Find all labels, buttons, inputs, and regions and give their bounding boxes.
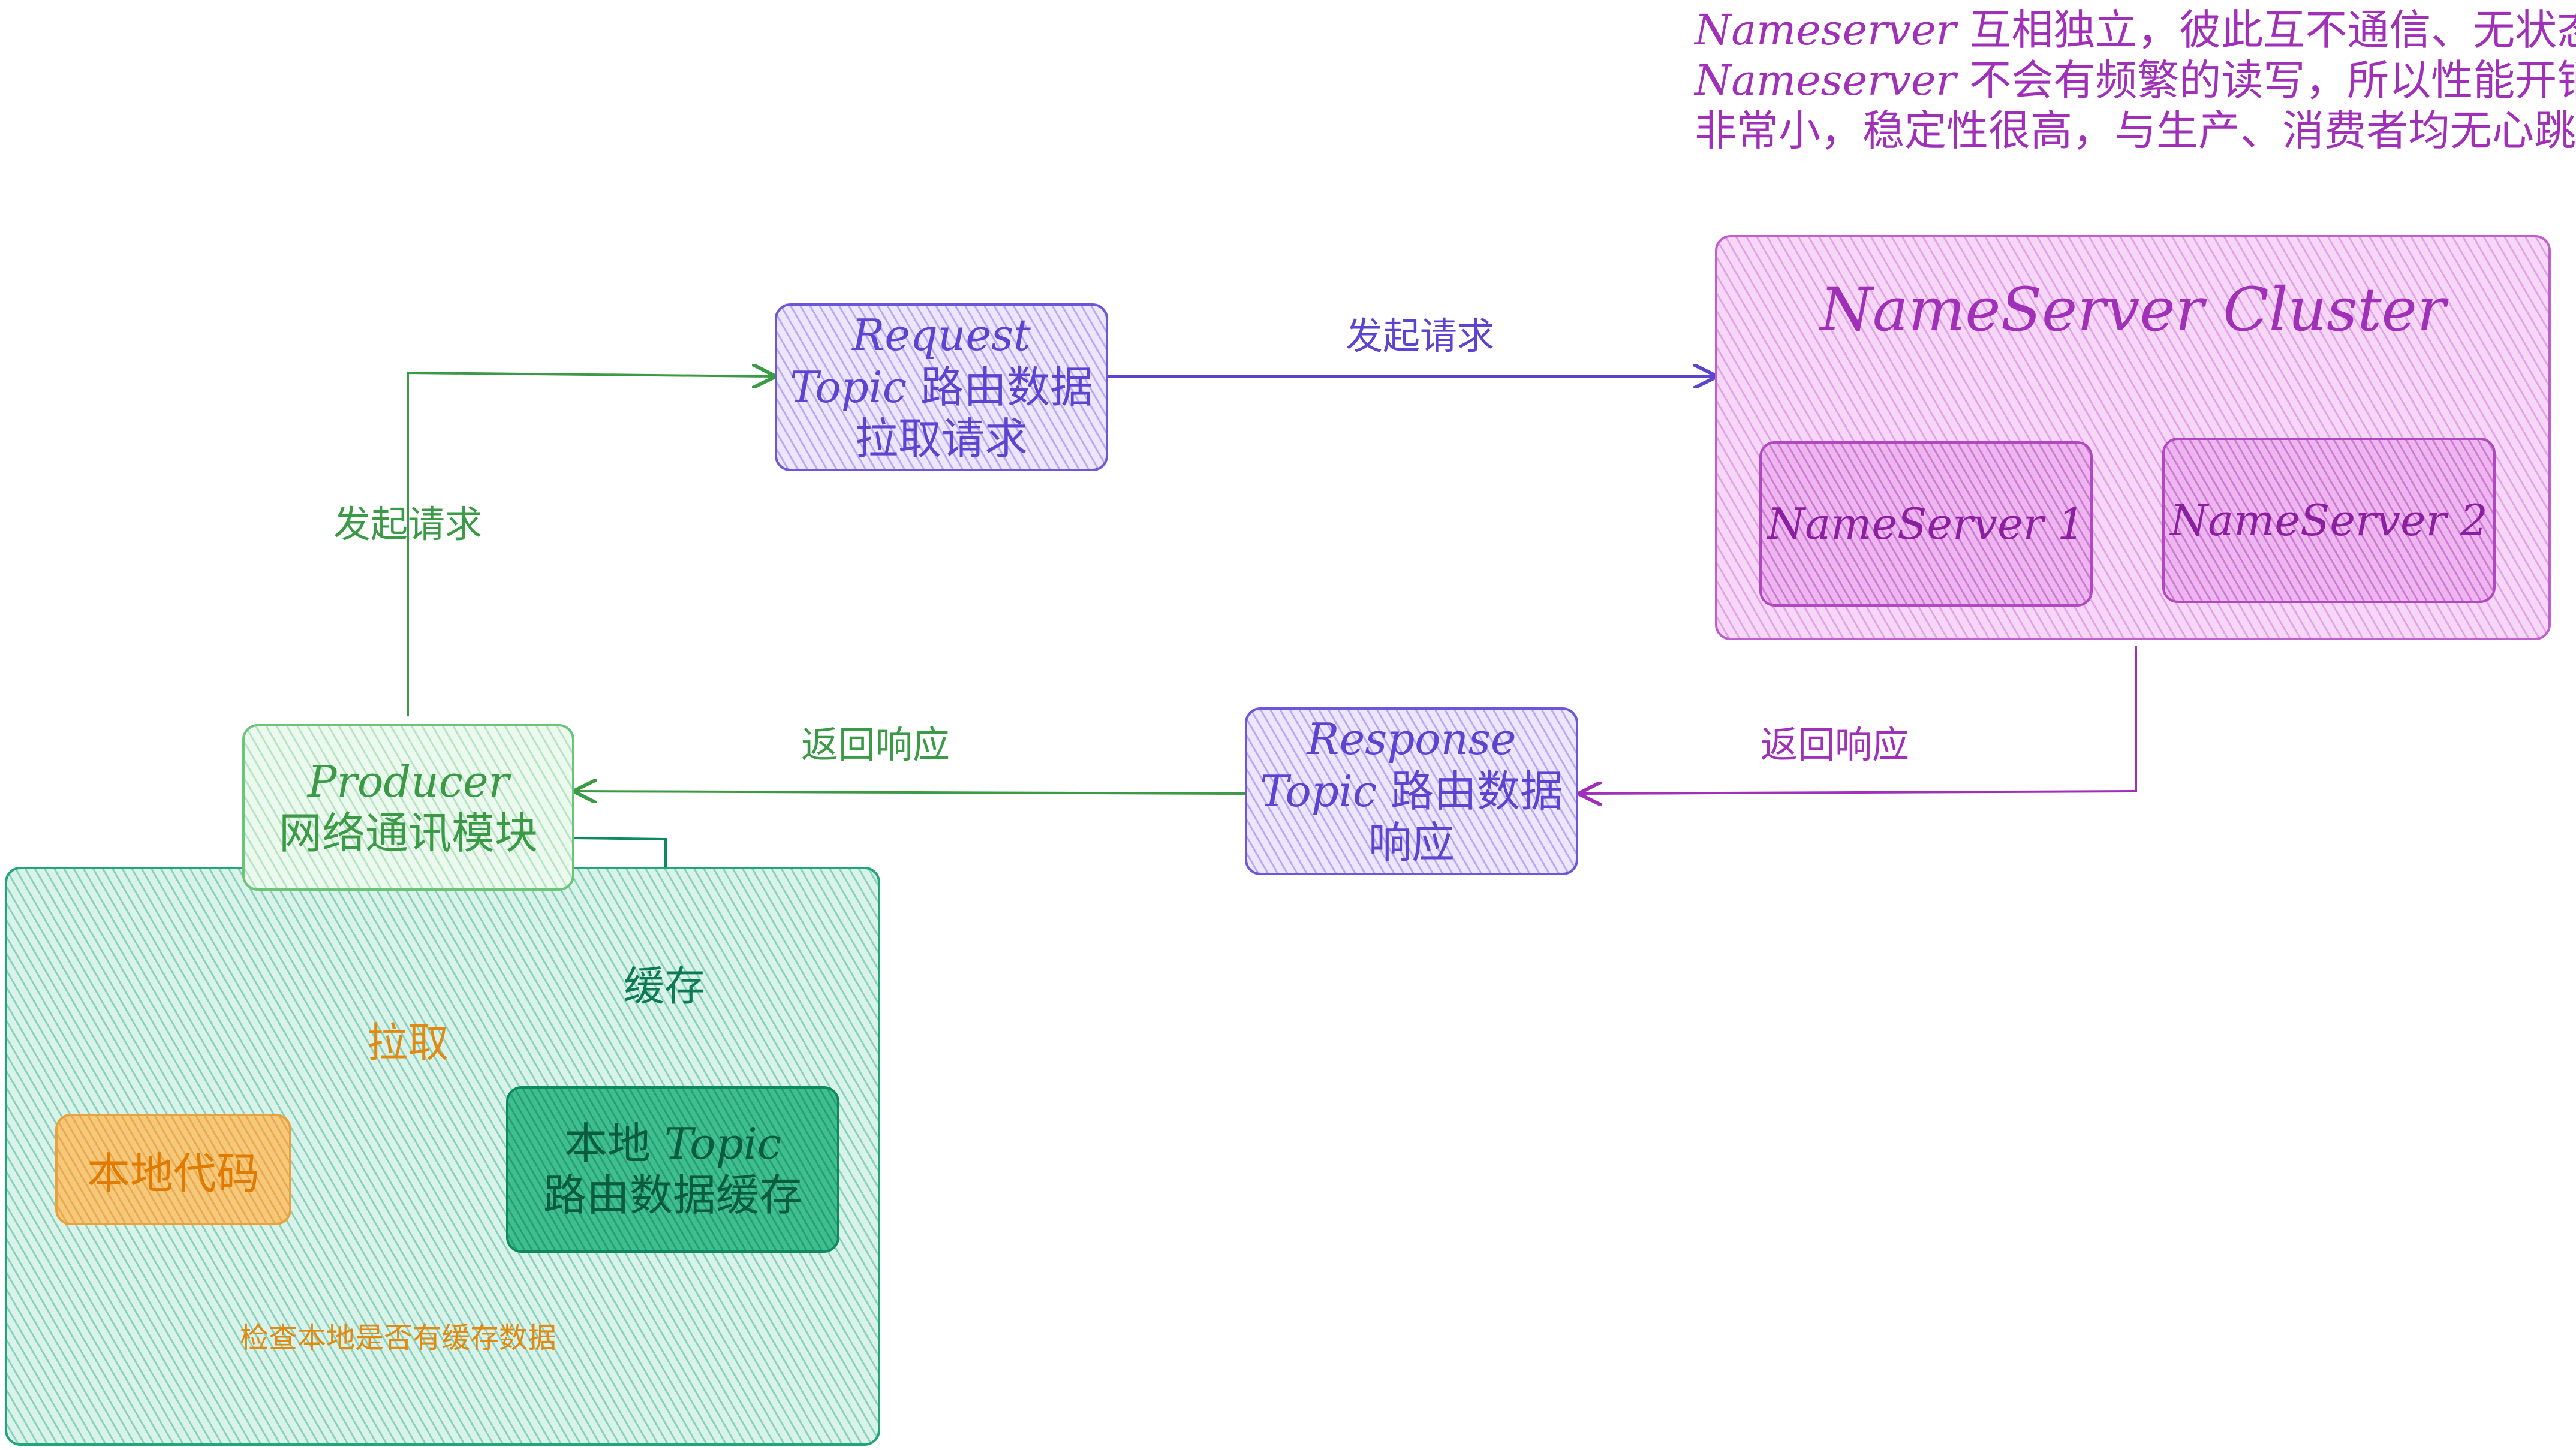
- producer-line2: 网络通讯模块: [278, 808, 538, 858]
- producer-line1: Producer: [307, 756, 510, 807]
- response-line1: Response: [1307, 714, 1516, 765]
- cache-box: 本地 Topic 路由数据缓存: [506, 1086, 839, 1253]
- response-line2-en: Topic: [1259, 765, 1377, 816]
- nameserver-node-2: NameServer 2: [2162, 438, 2496, 603]
- producer-box: Producer 网络通讯模块: [242, 724, 574, 891]
- label-check-local: 检查本地是否有缓存数据: [240, 1321, 557, 1355]
- label-cache: 缓存: [624, 963, 706, 1011]
- note-line1-cn: 互相独立，彼此互不通信、无状态: [1956, 5, 2576, 55]
- label-send-request-left: 发起请求: [333, 502, 483, 546]
- arrow-cluster-to-response: [1581, 646, 2137, 794]
- arrow-producer-to-request: [407, 373, 774, 716]
- arrow-response-to-producer: [576, 791, 1245, 794]
- request-line3: 拉取请求: [854, 414, 1028, 465]
- request-line1: Request: [852, 310, 1031, 361]
- request-box: Request Topic 路由数据 拉取请求: [775, 303, 1108, 471]
- note-block: Nameserver 互相独立，彼此互不通信、无状态 Nameserver 不会…: [1695, 5, 2576, 156]
- request-line2-en: Topic: [789, 361, 907, 412]
- cache-line1-cn: 本地: [564, 1118, 664, 1169]
- note-line2-en: Nameserver: [1695, 56, 1957, 105]
- local-code-box: 本地代码: [55, 1114, 291, 1225]
- label-return-response-right: 返回响应: [1761, 723, 1910, 767]
- nameserver-node-1: NameServer 1: [1759, 441, 2093, 607]
- note-line2-cn: 不会有频繁的读写，所以性能开销: [1956, 56, 2576, 105]
- cache-line2: 路由数据缓存: [543, 1170, 802, 1220]
- label-send-request-top: 发起请求: [1346, 314, 1495, 358]
- request-line2-cn: 路由数据: [907, 361, 1094, 412]
- node2-label: NameServer 2: [2170, 495, 2488, 545]
- response-line2-cn: 路由数据: [1377, 765, 1564, 816]
- label-return-response-left: 返回响应: [801, 723, 950, 767]
- note-line3: 非常小，稳定性很高，与生产、消费者均无心跳: [1695, 106, 2576, 155]
- label-pull: 拉取: [367, 1020, 449, 1067]
- cache-line1-en: Topic: [664, 1118, 782, 1169]
- response-box: Response Topic 路由数据 响应: [1245, 707, 1578, 875]
- node1-label: NameServer 1: [1767, 499, 2085, 549]
- local-code-label: 本地代码: [86, 1148, 260, 1199]
- response-line3: 响应: [1368, 818, 1455, 869]
- cluster-title: NameServer Cluster: [1820, 275, 2446, 345]
- note-line1-en: Nameserver: [1695, 5, 1957, 55]
